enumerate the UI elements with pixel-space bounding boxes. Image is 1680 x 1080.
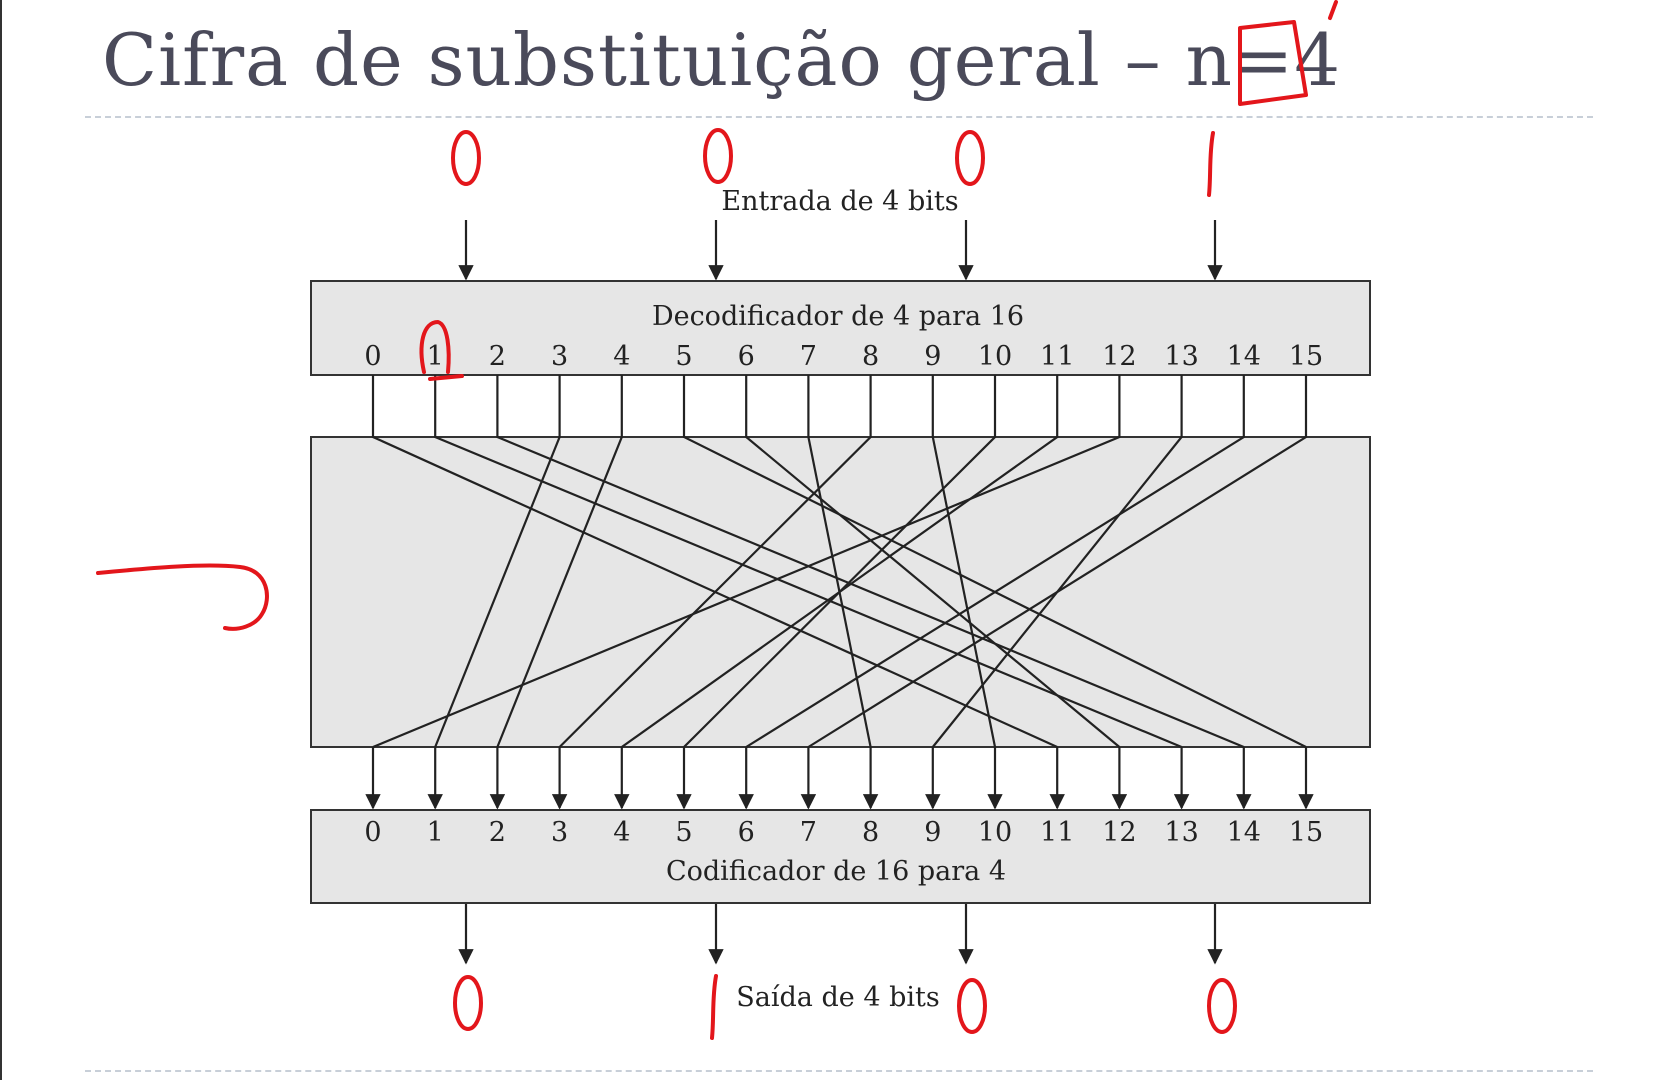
hand-input-bit-2 [955, 130, 985, 186]
encoder-index-3: 3 [551, 817, 568, 848]
decoder-index-8: 8 [862, 341, 879, 372]
decoder-index-14: 14 [1227, 341, 1261, 372]
decoder-index-10: 10 [978, 341, 1012, 372]
decoder-index-3: 3 [551, 341, 568, 372]
decoder-index-5: 5 [675, 341, 692, 372]
encoder-index-7: 7 [800, 817, 817, 848]
slide-left-edge [0, 0, 2, 1080]
slide-title: Cifra de substituição geral – n=4 [102, 18, 1342, 102]
encoder-index-10: 10 [978, 817, 1012, 848]
encoder-index-15: 15 [1289, 817, 1323, 848]
permutation-wires [365, 375, 1314, 810]
wire-6-to-12 [745, 375, 1121, 748]
wire-1-to-13 [434, 375, 1183, 749]
encoder-index-1: 1 [427, 817, 444, 848]
encoder-index-14: 14 [1227, 817, 1261, 848]
encoder-index-13: 13 [1164, 817, 1198, 848]
encoder-index-8: 8 [862, 817, 879, 848]
decoder-index-1: 1 [427, 341, 444, 372]
decoder-index-6: 6 [738, 341, 755, 372]
encoder-index-4: 4 [613, 817, 630, 848]
handwritten-annotations [451, 128, 1237, 1040]
wire-15-to-7 [807, 375, 1308, 748]
decoder-index-4: 4 [613, 341, 630, 372]
decoder-index-2: 2 [489, 341, 506, 372]
encoder-index-2: 2 [489, 817, 506, 848]
hand-output-bit-1 [710, 974, 718, 1040]
input-label: Entrada de 4 bits [721, 186, 958, 217]
encoder-index-6: 6 [738, 817, 755, 848]
hand-tick-mark [1328, 0, 1338, 20]
decoder-index-15: 15 [1289, 341, 1323, 372]
hand-input-bit-0 [451, 130, 481, 186]
encoder-index-11: 11 [1040, 817, 1074, 848]
footer-divider [85, 1070, 1593, 1072]
decoder-label: Decodificador de 4 para 16 [652, 301, 1024, 332]
wire-3-to-1 [434, 375, 561, 748]
decoder-index-11: 11 [1040, 341, 1074, 372]
encoder-index-12: 12 [1102, 817, 1136, 848]
decoder-index-7: 7 [800, 341, 817, 372]
decoder-box [310, 280, 1371, 376]
encoder-index-0: 0 [364, 817, 381, 848]
encoder-index-9: 9 [924, 817, 941, 848]
wire-14-to-6 [745, 375, 1245, 748]
hand-input-bit-1 [703, 128, 733, 184]
wire-8-to-3 [558, 375, 872, 748]
title-divider [85, 116, 1593, 118]
wire-0-to-11 [371, 375, 1058, 749]
wire-13-to-9 [931, 375, 1183, 748]
hand-input-bit-3 [1207, 131, 1215, 197]
hand-output-bit-2 [957, 978, 987, 1034]
hand-circle-index-1 [419, 320, 464, 381]
wire-7-to-8 [807, 375, 872, 748]
wire-10-to-5 [683, 375, 997, 748]
output-label: Saída de 4 bits [736, 982, 939, 1013]
io-arrows [458, 220, 1223, 965]
hand-side-arrow [96, 563, 269, 631]
wire-4-to-2 [496, 375, 623, 748]
wire-11-to-4 [621, 375, 1059, 748]
hand-box-around-n [1238, 20, 1308, 106]
encoder-index-5: 5 [675, 817, 692, 848]
decoder-index-0: 0 [364, 341, 381, 372]
wire-5-to-15 [682, 375, 1307, 748]
decoder-index-9: 9 [924, 341, 941, 372]
decoder-index-12: 12 [1102, 341, 1136, 372]
encoder-box [310, 809, 1371, 904]
hand-output-bit-0 [453, 975, 483, 1031]
wire-12-to-0 [372, 375, 1121, 749]
decoder-index-13: 13 [1164, 341, 1198, 372]
hand-output-bit-3 [1207, 978, 1237, 1034]
encoder-label: Codificador de 16 para 4 [666, 856, 1006, 887]
